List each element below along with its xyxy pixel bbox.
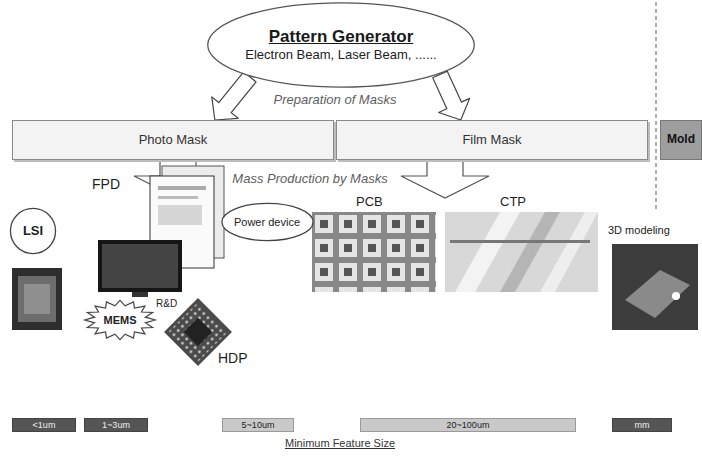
block-arrow — [433, 71, 470, 120]
starburst-outline — [85, 300, 156, 339]
axis-caption: Minimum Feature Size — [285, 437, 395, 450]
model-part — [625, 270, 690, 318]
plate-roller — [450, 240, 590, 243]
size-bar: 1~3um — [84, 418, 148, 432]
tv-stand — [132, 292, 148, 297]
package-die — [184, 318, 212, 346]
plate-stripe — [540, 212, 598, 292]
board-grid — [312, 212, 436, 292]
size-bar: 20~100um — [360, 418, 576, 432]
screen-line — [158, 186, 206, 190]
node-text: Photo Mask — [139, 133, 208, 148]
mask-box: Photo Mask — [12, 120, 334, 160]
node-text: Pattern Generator — [269, 27, 414, 47]
node-text: Film Mask — [462, 133, 521, 148]
product-label: CTP — [500, 195, 526, 210]
mold-box: Mold — [660, 120, 702, 160]
plate-body — [445, 212, 598, 292]
generator-ellipse: Pattern GeneratorElectron Beam, Laser Be… — [205, 2, 477, 88]
block-arrow — [212, 72, 256, 120]
product-label: FPD — [92, 176, 120, 192]
tv-frame — [98, 240, 182, 292]
node-text: MEMS — [104, 314, 137, 327]
production-arrow — [401, 161, 489, 198]
product-label: PCB — [356, 195, 383, 210]
model-highlight — [672, 292, 680, 300]
mems-starburst: MEMS — [84, 300, 156, 340]
node-text: 5~10um — [242, 420, 275, 430]
screen-image — [158, 205, 202, 225]
node-text: 20~100um — [447, 420, 490, 430]
product-label: 3D modeling — [608, 224, 670, 237]
ellipse-outline — [208, 3, 475, 87]
mask-box: Film Mask — [336, 120, 648, 160]
node-text: <1um — [33, 420, 56, 430]
chip-die — [18, 276, 56, 322]
ellipse-outline — [221, 203, 312, 240]
mold-model — [612, 244, 698, 330]
size-bar: mm — [612, 418, 672, 432]
divider-line — [655, 2, 656, 212]
node-text: Power device — [234, 216, 300, 229]
tv-set — [98, 240, 182, 297]
tv-screen — [102, 244, 178, 288]
model-ground — [612, 244, 698, 330]
ellipse-outline — [10, 208, 55, 253]
pcb-board — [312, 212, 436, 292]
node-text: 1~3um — [102, 420, 130, 430]
flow-caption: Mass Production by Masks — [232, 172, 387, 187]
chip-body — [12, 268, 62, 330]
size-bar: 5~10um — [222, 418, 294, 432]
size-bar: <1um — [12, 418, 76, 432]
product-label: HDP — [218, 350, 248, 366]
product-circle: Power device — [221, 203, 314, 241]
board-body — [312, 212, 436, 292]
node-text: LSI — [23, 224, 43, 239]
node-text: Mold — [667, 133, 695, 147]
screen-line — [158, 196, 198, 199]
ctp-plate — [445, 212, 598, 292]
flow-caption: Preparation of Masks — [274, 93, 397, 108]
node-text: mm — [635, 420, 650, 430]
product-label: R&D — [156, 298, 177, 310]
lsi-chip — [12, 268, 62, 330]
node-text: Electron Beam, Laser Beam, ...... — [245, 48, 436, 63]
chip-core — [24, 284, 50, 314]
product-circle: LSI — [10, 208, 56, 254]
